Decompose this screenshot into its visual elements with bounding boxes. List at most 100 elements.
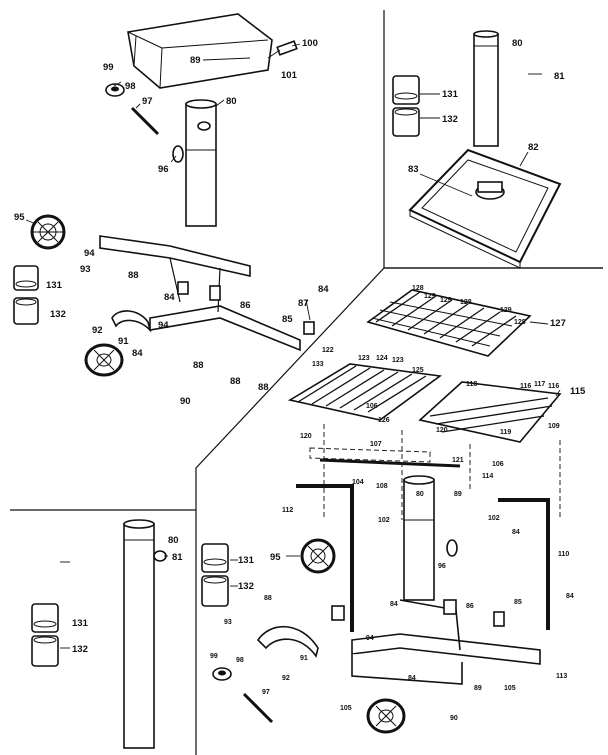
grate-part-127	[366, 289, 532, 357]
label-80: 80	[416, 491, 424, 498]
igniter-rod-part-97	[130, 106, 160, 136]
label-84: 84	[408, 675, 416, 682]
label-107: 107	[370, 441, 382, 448]
label-90: 90	[450, 715, 458, 722]
border-center-diagonal	[195, 267, 603, 755]
label-132: 132	[442, 114, 458, 125]
label-92: 92	[282, 675, 290, 682]
label-80: 80	[168, 535, 179, 546]
label-94: 94	[84, 248, 95, 259]
label-96: 96	[158, 164, 169, 175]
label-98: 98	[125, 81, 136, 92]
label-88: 88	[230, 376, 241, 387]
label-84: 84	[512, 529, 520, 536]
brace-part-91-center	[256, 625, 319, 658]
label-121: 121	[452, 457, 464, 464]
label-106: 106	[366, 403, 378, 410]
leader-lines	[25, 43, 561, 649]
label-86: 86	[240, 300, 251, 311]
label-91: 91	[300, 655, 308, 662]
label-126: 126	[378, 417, 390, 424]
side-handle-part-103-left	[296, 484, 354, 632]
label-129: 129	[500, 307, 512, 314]
label-112: 112	[282, 507, 293, 514]
label-94: 94	[158, 320, 169, 331]
label-128: 128	[412, 285, 424, 292]
label-93: 93	[224, 619, 232, 626]
label-128: 128	[460, 299, 472, 306]
label-132: 132	[72, 644, 88, 655]
label-124: 124	[376, 355, 388, 362]
side-handle-part-103-right	[498, 498, 550, 630]
label-80: 80	[226, 96, 237, 107]
label-129: 129	[424, 293, 436, 300]
label-110: 110	[558, 551, 569, 558]
sleeve-part-131-topright	[392, 75, 420, 105]
label-131: 131	[238, 555, 255, 566]
label-97: 97	[262, 689, 270, 696]
post-part-80-center	[403, 475, 435, 601]
label-88: 88	[193, 360, 204, 371]
label-84: 84	[566, 593, 574, 600]
label-123: 123	[392, 357, 404, 364]
label-120: 120	[436, 427, 448, 434]
leg-frame-top	[99, 235, 315, 352]
clip-part-96	[172, 145, 184, 163]
sleeve-part-131-bottomleft	[31, 603, 59, 633]
label-92: 92	[92, 325, 103, 336]
base-frame	[331, 599, 541, 685]
label-88: 88	[264, 595, 272, 602]
label-81: 81	[554, 71, 565, 82]
label-100: 100	[302, 38, 318, 49]
label-86: 86	[466, 603, 474, 610]
label-108: 108	[376, 483, 388, 490]
label-89: 89	[474, 685, 482, 692]
label-84: 84	[164, 292, 175, 303]
label-116: 116	[548, 383, 559, 390]
label-115: 115	[570, 386, 586, 397]
label-119: 119	[500, 429, 511, 436]
part-labels: 89 100 101 99 98 97 80 96 95 94 93 88 13…	[14, 38, 586, 722]
label-93: 93	[80, 264, 91, 275]
handwheel-part-105	[366, 698, 406, 734]
post-part-80-bottomleft	[123, 519, 155, 749]
guide-lines	[323, 424, 561, 520]
label-131: 131	[46, 280, 63, 291]
sleeve-part-132-center	[201, 575, 229, 607]
label-113: 113	[556, 673, 567, 680]
sleeve-part-132-topright	[392, 107, 420, 137]
label-84: 84	[390, 601, 398, 608]
label-90: 90	[180, 396, 191, 407]
post-part-80-top	[185, 99, 217, 227]
label-88: 88	[258, 382, 269, 393]
label-132: 132	[50, 309, 66, 320]
panel-borders	[10, 10, 603, 755]
label-85: 85	[282, 314, 293, 325]
label-106: 106	[492, 461, 504, 468]
label-84: 84	[132, 348, 143, 359]
sleeve-part-132-bottomleft	[31, 635, 59, 667]
label-104: 104	[352, 479, 364, 486]
label-91: 91	[118, 336, 129, 347]
label-116: 116	[520, 383, 531, 390]
label-114: 114	[482, 473, 493, 480]
label-129: 129	[440, 297, 452, 304]
label-81: 81	[172, 552, 183, 563]
label-99: 99	[103, 62, 114, 73]
grate-part-122	[287, 363, 443, 421]
label-102: 102	[488, 515, 500, 522]
grill-head	[127, 13, 273, 89]
label-97: 97	[142, 96, 153, 107]
base-plate-part-82	[408, 148, 562, 269]
label-87: 87	[298, 298, 309, 309]
label-83: 83	[408, 164, 419, 175]
label-88: 88	[128, 270, 139, 281]
label-101: 101	[281, 70, 298, 81]
label-96: 96	[438, 563, 446, 570]
label-128: 128	[514, 319, 526, 326]
label-89: 89	[454, 491, 462, 498]
wheel-part-95-top	[30, 214, 66, 250]
igniter-rod-part-97-center	[242, 692, 274, 724]
sleeve-part-131-center	[201, 543, 229, 573]
